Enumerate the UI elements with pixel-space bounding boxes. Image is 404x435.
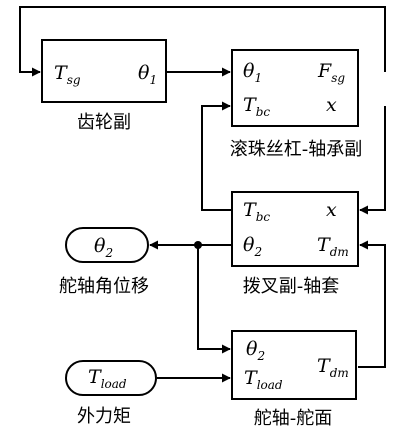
block-rudder: θ2 Tload Tdm 舵轴-舵面 [231, 330, 357, 429]
ballscrew-caption: 滚珠丝杠-轴承副 [230, 139, 363, 160]
gear-input-label: Tsg [54, 62, 81, 87]
ballscrew-output1-label: Fsg [317, 60, 345, 85]
output-caption: 舵轴角位移 [59, 276, 149, 297]
fork-output1-label: x [326, 199, 337, 221]
terminal-output: θ2 舵轴角位移 [59, 227, 149, 297]
fork-input2-label: θ2 [243, 234, 262, 259]
input-caption: 外力矩 [77, 406, 131, 427]
terminal-input: Tload 外力矩 [65, 360, 157, 427]
block-gear: Tsg θ1 齿轮副 [41, 39, 167, 133]
wire-tbc [201, 101, 232, 211]
ballscrew-output2-label: x [326, 94, 337, 116]
rudder-output-label: Tdm [317, 355, 349, 380]
gear-caption: 齿轮副 [77, 112, 131, 133]
fork-input1-label: Tbc [243, 199, 270, 224]
input-terminal-label: Tload [88, 366, 127, 391]
block-ballscrew: θ1 Tbc Fsg x 滚珠丝杠-轴承副 [230, 49, 363, 160]
rudder-caption: 舵轴-舵面 [254, 408, 333, 429]
gear-output-label: θ1 [138, 62, 157, 87]
wire-x [359, 106, 386, 215]
ballscrew-input1-label: θ1 [243, 60, 262, 85]
rudder-input2-label: Tload [244, 367, 283, 392]
fork-caption: 拨叉副-轴套 [243, 276, 340, 297]
wire-theta2-branch [197, 245, 231, 354]
fork-output2-label: Tdm [317, 234, 349, 259]
rudder-input1-label: θ2 [246, 338, 265, 363]
wire-tdm [358, 240, 386, 368]
wire-fsg-feedback [19, 6, 386, 77]
block-fork: Tbc θ2 x Tdm 拨叉副-轴套 [231, 191, 359, 297]
output-terminal-label: θ2 [94, 235, 113, 260]
ballscrew-input2-label: Tbc [243, 94, 270, 119]
junction-dot [194, 241, 202, 249]
